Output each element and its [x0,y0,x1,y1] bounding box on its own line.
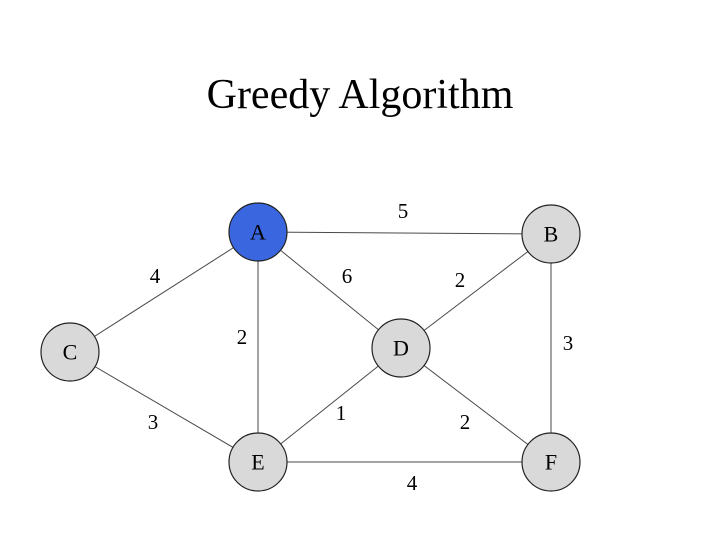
node-a-label: A [250,220,266,245]
node-a: A [228,202,288,262]
node-a-circle [228,202,288,262]
edge-weight-d-f: 2 [460,410,471,434]
node-f-circle [521,432,581,492]
nodes-layer: A B C D E F [40,202,581,492]
node-d-circle [371,318,431,378]
edge-weight-c-e: 3 [148,410,159,434]
edge-d-e [257,347,402,463]
node-c-label: C [63,340,78,365]
edge-weights-layer: 5 4 6 2 2 3 3 1 2 4 [148,199,574,495]
edges-layer [69,231,552,463]
node-d: D [371,318,431,378]
edge-d-f [400,347,552,463]
slide-title: Greedy Algorithm [206,72,514,118]
edge-c-e [69,351,259,463]
edge-weight-a-c: 4 [150,264,161,288]
edge-a-b [257,231,552,235]
edge-weight-e-f: 4 [407,471,418,495]
node-f-label: F [545,450,557,475]
node-e-label: E [251,450,264,475]
edge-weight-d-e: 1 [336,401,347,425]
edge-a-d [257,231,402,349]
node-c: C [40,322,100,382]
node-d-label: D [393,336,409,361]
edge-weight-b-f: 3 [563,331,574,355]
node-f: F [521,432,581,492]
node-c-circle [40,322,100,382]
edge-weight-a-d: 6 [342,264,353,288]
edge-weight-a-e: 2 [237,325,248,349]
edge-a-c [69,231,259,353]
edge-b-d [400,233,552,349]
node-e-circle [228,432,288,492]
node-b-label: B [544,222,559,247]
node-b-circle [521,204,581,264]
edge-weight-a-b: 5 [398,199,409,223]
node-e: E [228,432,288,492]
edge-weight-b-d: 2 [455,268,466,292]
node-b: B [521,204,581,264]
